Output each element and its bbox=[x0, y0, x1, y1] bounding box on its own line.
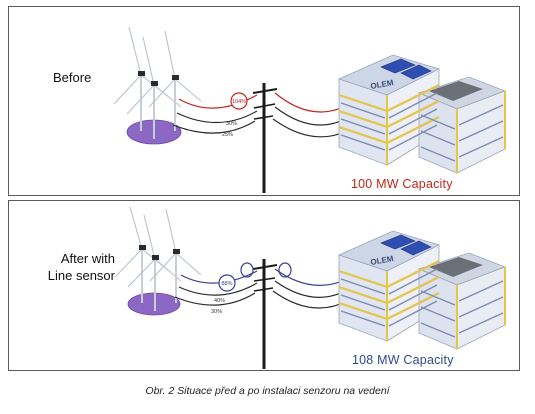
line-load-3: 30% bbox=[211, 309, 222, 315]
line-load-1: 104% bbox=[232, 99, 246, 105]
line-load-1: 88% bbox=[221, 281, 232, 287]
panel-before: 104% 30% 25% bbox=[8, 6, 520, 196]
power-pole-icon bbox=[252, 83, 278, 193]
after-illustration: 88% 40% 30% bbox=[114, 206, 507, 369]
panel-after: 88% 40% 30% bbox=[8, 200, 520, 371]
line-load-badge-high: 104% bbox=[230, 92, 248, 110]
capacity-before: 100 MW Capacity bbox=[351, 177, 453, 191]
line-load-3: 25% bbox=[222, 132, 233, 138]
building-sign: OLEM bbox=[370, 78, 395, 91]
wind-turbine-icon bbox=[126, 36, 182, 139]
wind-turbine-icon bbox=[114, 206, 170, 303]
capacity-after: 108 MW Capacity bbox=[352, 353, 454, 367]
state-label-after: After with Line sensor bbox=[29, 250, 115, 284]
wind-turbine-icon bbox=[149, 208, 202, 303]
wind-turbine-icon bbox=[148, 30, 202, 131]
wind-turbine-icon bbox=[113, 26, 170, 131]
line-load-badge-high: 88% bbox=[218, 274, 236, 292]
power-pole-icon bbox=[252, 259, 278, 369]
power-lines-left bbox=[174, 270, 258, 306]
line-sensor-icon bbox=[240, 262, 292, 278]
power-lines-left bbox=[172, 94, 258, 134]
line-load-2: 40% bbox=[214, 298, 225, 304]
state-label-after-line1: After with bbox=[60, 251, 115, 266]
building-icon: OLEM bbox=[337, 54, 507, 174]
building-icon: OLEM bbox=[337, 230, 507, 350]
line-load-2: 30% bbox=[226, 121, 237, 127]
before-illustration: 104% 30% 25% bbox=[113, 26, 507, 193]
building-sign: OLEM bbox=[370, 254, 395, 267]
state-label-after-line2: Line sensor bbox=[47, 268, 115, 283]
state-label-before: Before bbox=[53, 70, 92, 85]
figure-caption: Obr. 2 Situace před a po instalaci senzo… bbox=[145, 385, 390, 397]
